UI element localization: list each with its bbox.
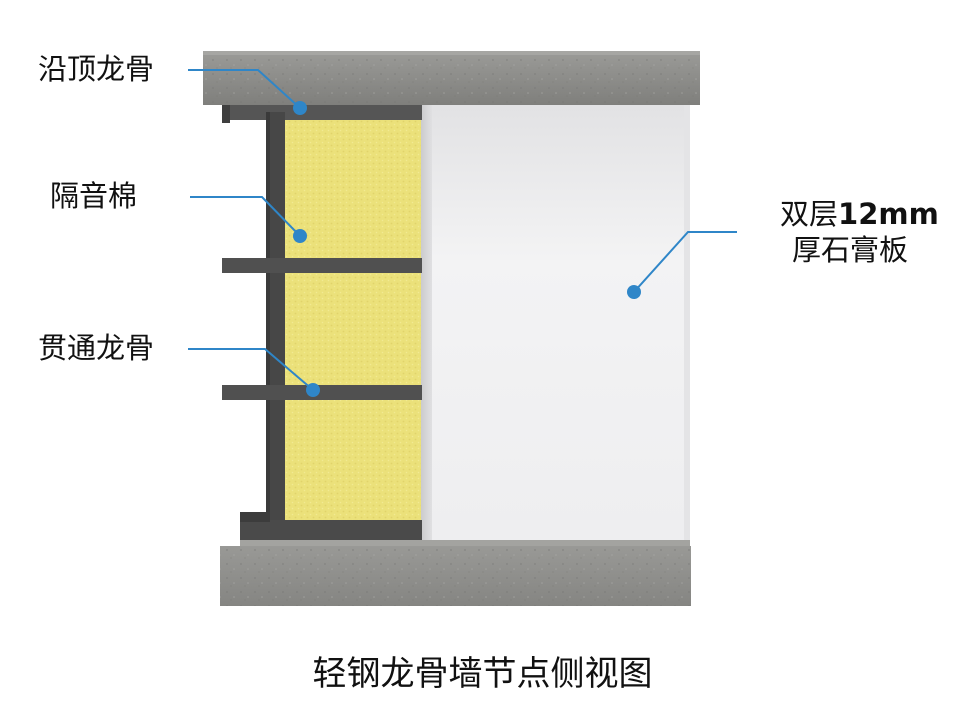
- dot-through-stud: [306, 383, 320, 397]
- leader-top-track: [188, 69, 301, 109]
- leader-dots: [293, 101, 641, 397]
- insulation-panels: [285, 120, 421, 523]
- floor-slab: [220, 540, 691, 606]
- label-gypsum-prefix: 双层: [780, 197, 839, 231]
- label-gypsum-board: 双层12mm 厚石膏板: [780, 196, 939, 268]
- ceiling-slab: [203, 51, 700, 105]
- dot-gypsum-board: [627, 285, 641, 299]
- label-through-stud: 贯通龙骨: [38, 331, 155, 365]
- dot-insulation: [293, 229, 307, 243]
- dot-top-track: [293, 101, 307, 115]
- steel-frame: [222, 105, 422, 542]
- leader-through-stud: [188, 348, 314, 391]
- leader-gypsum-board: [633, 231, 737, 293]
- gypsum-board: [420, 105, 690, 543]
- leader-insulation: [190, 196, 301, 237]
- leader-lines: [188, 69, 737, 391]
- label-gypsum-line1: 双层12mm: [780, 196, 939, 232]
- label-insulation: 隔音棉: [50, 179, 138, 213]
- diagram-caption: 轻钢龙骨墙节点侧视图: [312, 654, 653, 694]
- label-gypsum-line2: 厚石膏板: [792, 233, 909, 267]
- label-top-track: 沿顶龙骨: [38, 52, 155, 86]
- label-gypsum-thickness: 12mm: [838, 197, 939, 231]
